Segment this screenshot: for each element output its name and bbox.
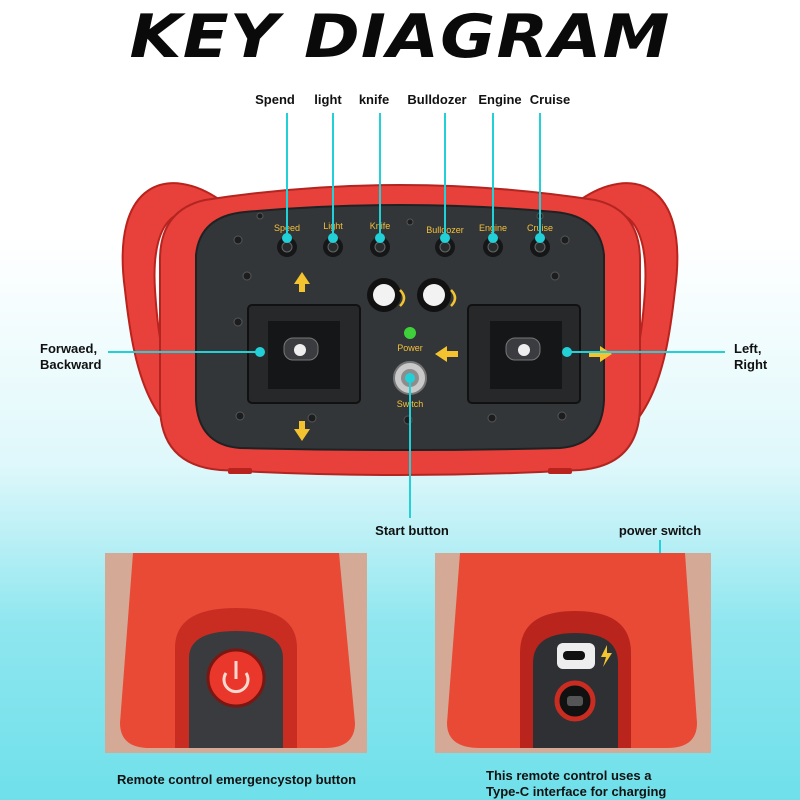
- label-spend: Spend: [255, 92, 295, 107]
- power-led: [404, 327, 416, 339]
- rotary-knobs: [367, 278, 457, 312]
- toggle-switches: [277, 237, 550, 257]
- label-left-right: Left, Right: [734, 341, 768, 372]
- right-joystick: [467, 304, 581, 404]
- caption-emergency-stop: Remote control emergencystop button: [117, 772, 357, 787]
- label-cruise: Cruise: [529, 92, 571, 107]
- label-knife: knife: [358, 92, 390, 107]
- label-bulldozer: Bulldozer: [407, 92, 467, 107]
- label-start-button: Start button: [375, 523, 449, 538]
- page-title: KEY DIAGRAM: [129, 2, 671, 72]
- type-c-photo: [435, 553, 711, 753]
- direction-arrows: [294, 272, 612, 441]
- left-joystick: [247, 304, 361, 404]
- label-power-switch: power switch: [618, 523, 702, 538]
- caption-type-c: This remote control uses a Type-C interf…: [486, 768, 667, 799]
- type-c-port: [563, 651, 585, 660]
- panel-label-power: Power: [397, 343, 423, 353]
- label-engine: Engine: [478, 92, 522, 107]
- emergency-stop-photo: [105, 553, 367, 753]
- label-light: light: [314, 92, 342, 107]
- label-forward-backward: Forwaed, Backward: [40, 341, 102, 372]
